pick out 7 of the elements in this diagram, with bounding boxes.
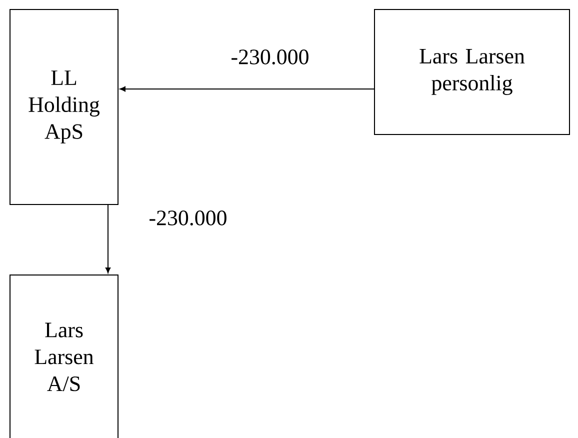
arrow [120,86,374,92]
arrow [105,204,111,274]
entity-box: LL Holding ApS [10,9,118,205]
edge-label: -230.000 [148,210,228,226]
entity-box: Lars Larsen personlig [374,9,570,135]
entity-box: Lars Larsen A/S [10,274,118,438]
edge-label: -230.000 [230,48,310,66]
